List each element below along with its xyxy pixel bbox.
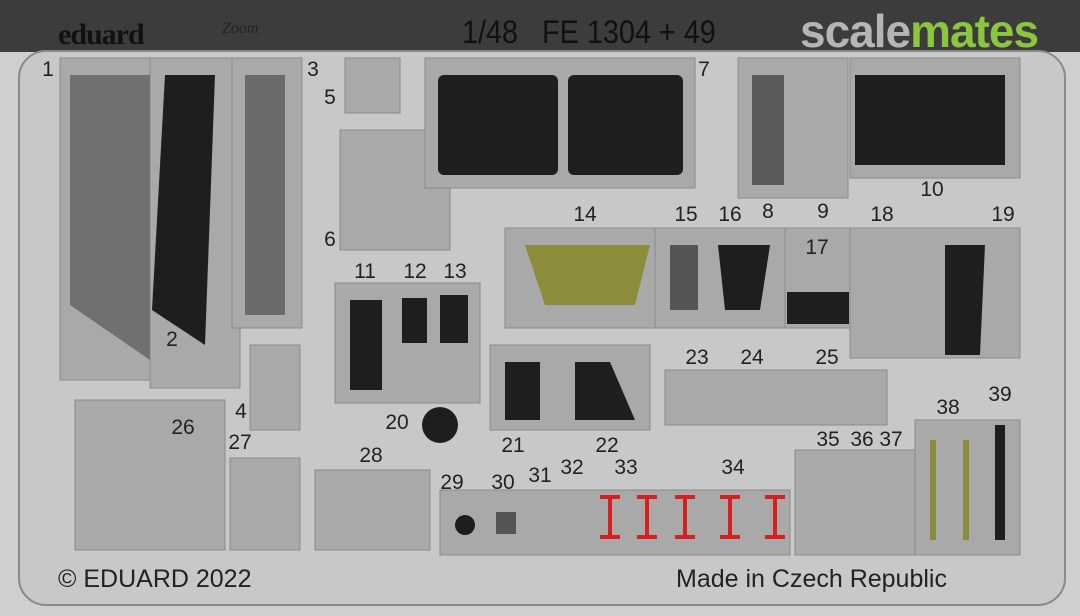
part-number-label: 15	[674, 203, 698, 226]
part-35-37	[794, 449, 916, 556]
part-number-label: 12	[403, 260, 427, 283]
watermark-mates: mates	[910, 5, 1039, 57]
part-number-label: 33	[614, 456, 638, 479]
part-number-label: 14	[573, 203, 597, 226]
part-number-label: 19	[991, 203, 1015, 226]
part-number-label: 35	[816, 428, 840, 451]
product-code: 1/48 FE 1304 + 49	[462, 14, 716, 50]
instrument-panel-left	[438, 75, 558, 175]
part-number-label: 22	[595, 434, 619, 457]
part-number-label: 6	[324, 228, 336, 251]
part-number-label: 1	[42, 58, 54, 81]
part-number-label: 18	[870, 203, 894, 226]
copyright: © EDUARD 2022	[58, 565, 252, 593]
watermark-scale: scale	[800, 5, 911, 57]
part-number-label: 27	[228, 431, 252, 454]
part-number-label: 11	[354, 260, 376, 283]
part-number-label: 24	[740, 346, 764, 369]
part-number-label: 17	[805, 236, 829, 259]
part-number-label: 13	[443, 260, 467, 283]
part-2-panel	[152, 75, 215, 345]
part-number-label: 38	[936, 396, 960, 419]
part-number-label: 9	[817, 200, 829, 223]
scalemates-watermark: scalemates	[800, 4, 1039, 58]
part-number-label: 8	[762, 200, 774, 223]
part-28	[314, 469, 431, 551]
parts-38-olive	[930, 440, 969, 540]
part-27	[229, 457, 301, 551]
part-number-label: 25	[815, 346, 839, 369]
part-4	[249, 344, 301, 431]
part-18-19	[849, 227, 1021, 359]
part-number-label: 31	[528, 464, 552, 487]
part-26	[74, 399, 226, 551]
part-number-label: 26	[171, 416, 195, 439]
part-29-34	[439, 489, 791, 556]
part-23-25	[664, 369, 888, 426]
part-10-panel	[855, 75, 1005, 165]
part-14-olive	[525, 245, 650, 305]
part-number-label: 28	[359, 444, 383, 467]
part-number-label: 21	[501, 434, 525, 457]
part-number-label: 39	[988, 383, 1012, 406]
part-number-label: 32	[560, 456, 584, 479]
parts-33-34-red	[600, 495, 785, 539]
part-number-label: 37	[879, 428, 903, 451]
instrument-panel-right	[568, 75, 683, 175]
part-number-label: 4	[235, 400, 247, 423]
part-number-label: 30	[491, 471, 515, 494]
eduard-logo: eduard	[58, 18, 145, 51]
part-5	[344, 57, 401, 114]
origin-text: Made in Czech Republic	[676, 565, 947, 593]
part-number-label: 34	[721, 456, 745, 479]
part-number-label: 10	[920, 178, 944, 201]
zoom-logo: Zoom	[222, 20, 259, 37]
part-number-label: 29	[440, 471, 464, 494]
part-number-label: 2	[166, 328, 178, 351]
part-number-label: 5	[324, 86, 336, 109]
part-11-panel	[350, 300, 382, 390]
part-number-label: 20	[385, 411, 409, 434]
part-number-label: 7	[698, 58, 710, 81]
header-band	[0, 0, 1080, 52]
part-number-label: 23	[685, 346, 709, 369]
part-number-label: 36	[850, 428, 874, 451]
part-number-label: 3	[307, 58, 319, 81]
part-number-label: 16	[718, 203, 742, 226]
